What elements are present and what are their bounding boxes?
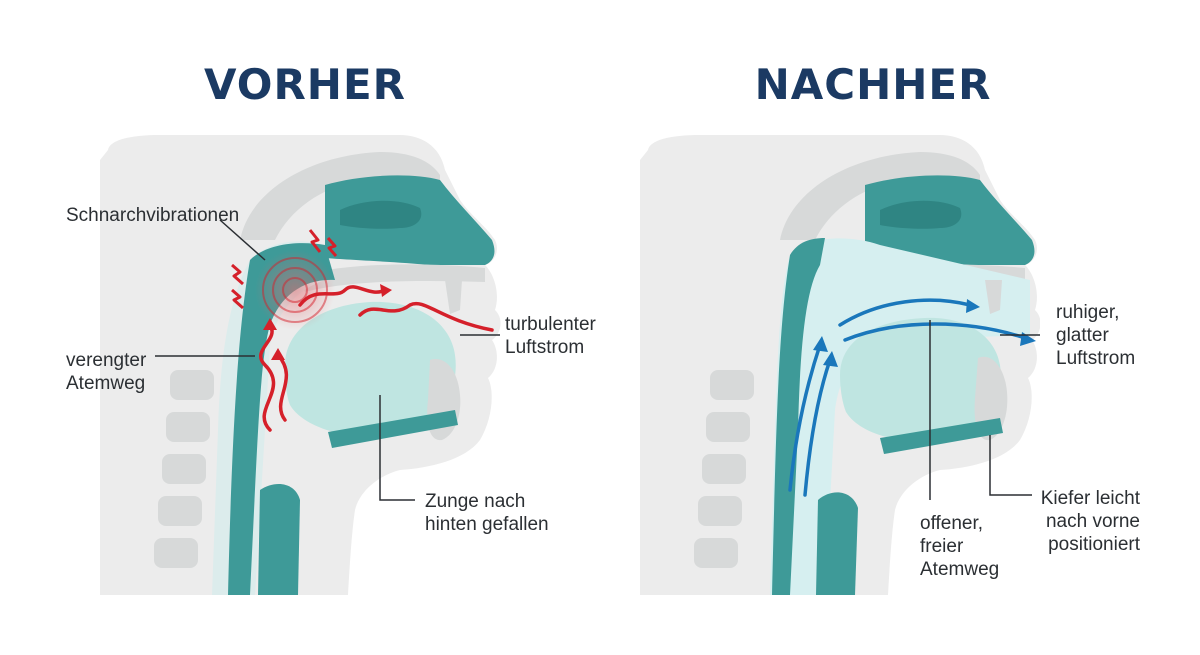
hyoid-bar: [328, 410, 458, 448]
label-turbulent-airflow: turbulenter Luftstrom: [505, 314, 596, 358]
label-narrowed-airway: verengter Atemweg: [66, 350, 147, 394]
vibration-lightning-marks: [231, 229, 338, 310]
before-title: VORHER: [204, 60, 406, 109]
turbinate: [340, 200, 422, 229]
after-title: NACHHER: [754, 60, 992, 109]
vertebra: [170, 370, 214, 400]
hyoid-bar: [880, 418, 1003, 454]
skull-bone: [780, 152, 980, 240]
tongue: [840, 317, 1001, 442]
vibration-rings: [262, 257, 328, 323]
vertebra: [706, 412, 750, 442]
skull-bone: [240, 152, 440, 240]
vertebra: [154, 538, 198, 568]
label-open-airway: offener, freier Atemweg: [920, 513, 1000, 580]
vibration-glow: [255, 250, 335, 330]
label-snoring-vibrations: Schnarchvibrationen: [66, 205, 240, 226]
pharynx-tissue: [772, 238, 825, 595]
upper-teeth: [445, 280, 462, 314]
vertebra: [162, 454, 206, 484]
leader-jaw: [989, 435, 1032, 496]
vertebra: [158, 496, 202, 526]
smooth-airflow-arrows: [788, 298, 1027, 497]
label-tongue-fallen-back: Zunge nach hinten gefallen: [425, 491, 549, 535]
vertebra: [710, 370, 754, 400]
vertebra: [698, 496, 742, 526]
trachea: [816, 492, 858, 595]
tongue: [285, 301, 456, 437]
vertebra: [702, 454, 746, 484]
turbulent-airflow-arrows: [259, 285, 494, 432]
hard-palate: [300, 264, 485, 292]
after-anatomy-diagram: [640, 135, 1040, 595]
label-jaw-forward: Kiefer leicht nach vorne positioniert: [1040, 488, 1140, 555]
turbinate: [880, 200, 962, 229]
leader-tongue: [379, 395, 415, 501]
before-anatomy-diagram: [100, 135, 501, 595]
turbulent-airflow-arrowheads: [263, 284, 392, 360]
vertebra: [166, 412, 210, 442]
label-calm-airflow: ruhiger, glatter Luftstrom: [1056, 302, 1136, 369]
trachea: [258, 484, 300, 595]
pharynx-tissue: [228, 243, 335, 595]
vertebra: [694, 538, 738, 568]
upper-teeth: [985, 280, 1002, 314]
leader-vibrations: [219, 219, 266, 261]
